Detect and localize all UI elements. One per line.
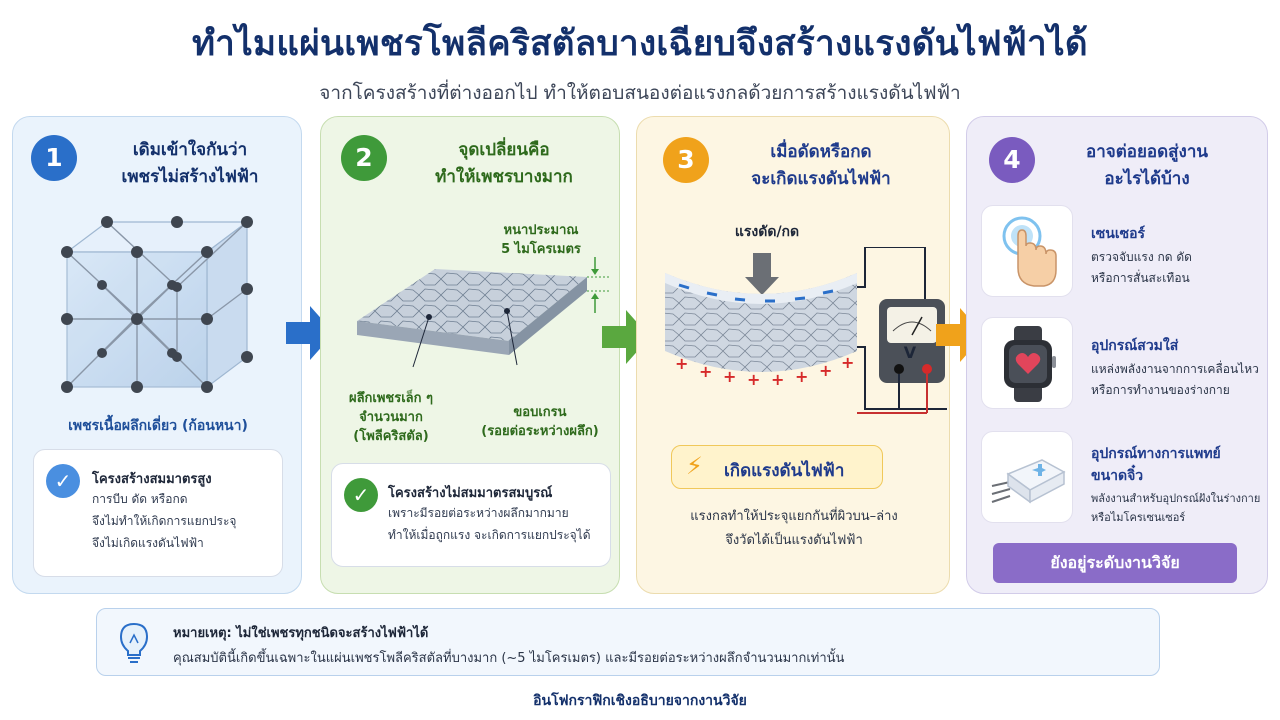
voltmeter-label: V [903,343,917,362]
touch-finger-icon [981,205,1073,297]
smartwatch-heart-icon [981,317,1073,409]
page-title: ทำไมแผ่นเพชรโพลีคริสตัลบางเฉียบจึงสร้างแ… [192,24,1088,64]
medical-implant-icon [981,431,1073,523]
app-medical-title: อุปกรณ์ทางการแพทย์ขนาดจิ๋ว [1091,446,1221,484]
step-3-panel: 3 เมื่อดัดหรือกดจะเกิดแรงดันไฟฟ้า แรงดัด… [636,116,950,594]
footer-caption: อินโฟกราฟิกเชิงอธิบายจากงานวิจัย [533,693,747,709]
step-2-number: 2 [341,135,387,181]
step-1-number: 1 [31,135,77,181]
step-1-panel: 1 เดิมเข้าใจกันว่าเพชรไม่สร้างไฟฟ้า [12,116,302,594]
step-3-number: 3 [663,137,709,183]
page-subtitle: จากโครงสร้างที่ต่างออกไป ทำให้ตอบสนองต่อ… [319,82,961,104]
svg-text:+: + [819,361,832,380]
step-2-title: จุดเปลี่ยนคือทำให้เพชรบางมาก [435,140,573,187]
step-2-card-text: เพราะมีรอยต่อระหว่างผลึกมากมายทำให้เมื่อ… [388,506,591,542]
app-sensor-title: เซนเซอร์ [1091,226,1146,242]
check-icon: ✓ [344,478,378,512]
grain-boundary-callout: ขอบเกรน(รอยต่อระหว่างผลึก) [481,405,599,439]
app-wearable-desc: แหล่งพลังงานจากการเคลื่อนไหวหรือการทำงาน… [1091,362,1259,397]
research-stage-badge: ยังอยู่ระดับงานวิจัย [993,543,1237,583]
svg-text:+: + [771,370,784,389]
svg-text:+: + [795,367,808,386]
force-label: แรงดัด/กด [734,224,800,240]
svg-text:+: + [841,353,854,372]
bent-film-voltmeter-icon: + + + + + + + + [665,247,947,414]
app-sensor-desc: ตรวจจับแรง กด ดัดหรือการสั่นสะเทือน [1091,250,1192,285]
note-text: คุณสมบัตินี้เกิดขึ้นเฉพาะในแผ่นเพชรโพลีค… [173,651,845,666]
step-3-description: แรงกลทำให้ประจุแยกกันที่ผิวบน–ล่างจึงวัด… [690,509,898,548]
grains-callout: ผลึกเพชรเล็ก ๆจำนวนมาก(โพลีคริสตัล) [348,391,434,444]
voltage-result-label: เกิดแรงดันไฟฟ้า [724,461,845,481]
single-crystal-caption: เพชรเนื้อผลึกเดี่ยว (ก้อนหนา) [68,418,248,434]
step-1-card-text: การบีบ ดัด หรือกดจึงไม่ทำให้เกิดการแยกปร… [92,492,237,550]
step-3-title: เมื่อดัดหรือกดจะเกิดแรงดันไฟฟ้า [751,142,891,189]
step-1-title: เดิมเข้าใจกันว่าเพชรไม่สร้างไฟฟ้า [121,140,259,187]
step-2-panel: 2 จุดเปลี่ยนคือทำให้เพชรบางมาก หนาประมาณ… [320,116,620,594]
step-2-card-title: โครงสร้างไม่สมมาตรสมบูรณ์ [388,486,553,501]
lightbulb-icon [119,622,149,663]
voltage-result-box: ⚡ เกิดแรงดันไฟฟ้า [671,445,883,489]
step-4-title: อาจต่อยอดสู่งานอะไรได้บ้าง [1085,142,1209,189]
step-4-number: 4 [989,137,1035,183]
polycrystal-film-icon [357,257,609,368]
single-crystal-lattice-icon [61,216,253,393]
svg-text:+: + [723,367,736,386]
step-1-card-title: โครงสร้างสมมาตรสูง [92,472,212,487]
note-title: หมายเหตุ: ไม่ใช่เพชรทุกชนิดจะสร้างไฟฟ้าไ… [173,626,429,641]
step-1-card: ✓ โครงสร้างสมมาตรสูง การบีบ ดัด หรือกดจึ… [33,449,283,577]
lightning-icon: ⚡ [686,452,703,480]
step-4-panel: 4 อาจต่อยอดสู่งานอะไรได้บ้าง เซนเซอร์ ตร… [966,116,1268,594]
svg-text:+: + [675,354,688,373]
svg-text:+: + [699,362,712,381]
check-icon: ✓ [46,464,80,498]
app-wearable-title: อุปกรณ์สวมใส่ [1091,338,1179,354]
step-2-card: ✓ โครงสร้างไม่สมมาตรสมบูรณ์ เพราะมีรอยต่… [331,463,611,567]
svg-text:+: + [747,370,760,389]
app-medical-desc: พลังงานสำหรับอุปกรณ์ฝังในร่างกายหรือไมโค… [1091,492,1261,524]
note-box: หมายเหตุ: ไม่ใช่เพชรทุกชนิดจะสร้างไฟฟ้าไ… [96,608,1160,676]
